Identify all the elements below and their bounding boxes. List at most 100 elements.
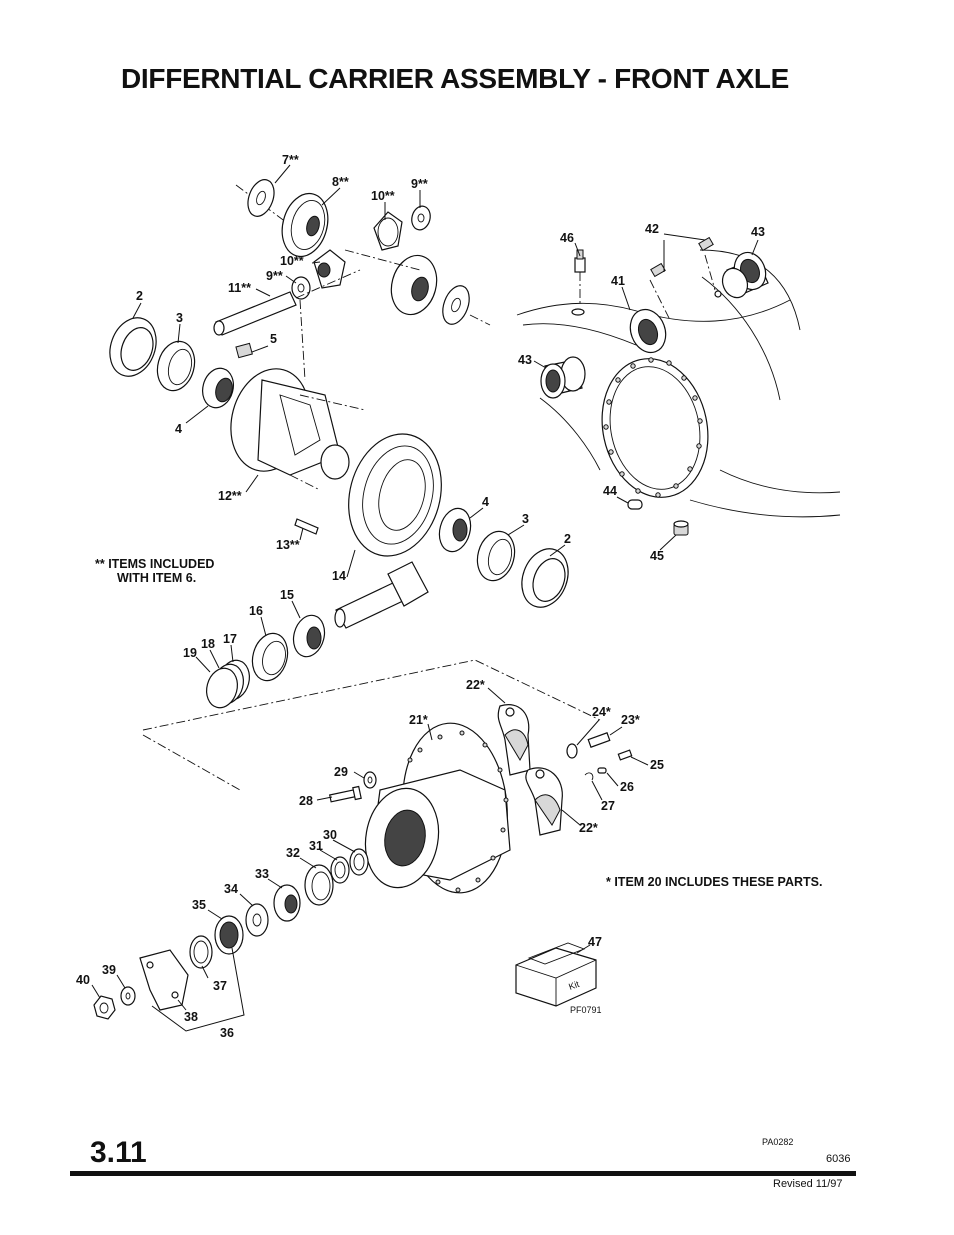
page-code: 6036 — [826, 1153, 851, 1165]
callout-22a: 22* — [466, 678, 485, 692]
thrust-washer-9-lower — [291, 276, 311, 300]
callout-43b: 43 — [518, 353, 532, 367]
adjuster-ring-2-left — [109, 317, 157, 377]
washer-39 — [120, 986, 136, 1006]
oil-seal-35 — [214, 915, 244, 955]
bearing-cup-16 — [251, 632, 289, 682]
callout-39: 39 — [102, 963, 116, 977]
callout-42: 42 — [645, 222, 659, 236]
footer-rule — [70, 1171, 856, 1176]
cross-shaft-11 — [213, 269, 361, 336]
callout-27: 27 — [601, 799, 615, 813]
callout-44: 44 — [603, 484, 617, 498]
callout-23: 23* — [621, 713, 640, 727]
kit-box-label: Kit — [567, 979, 581, 992]
pinion-gear-10-upper — [373, 211, 403, 251]
callout-12: 12** — [218, 489, 242, 503]
callout-17: 17 — [223, 632, 237, 646]
side-gear-8 — [281, 192, 329, 258]
callout-16: 16 — [249, 604, 263, 618]
callout-38: 38 — [184, 1010, 198, 1024]
housing-cover-flange — [601, 357, 709, 498]
callout-40: 40 — [76, 973, 90, 987]
ring-gear-14 — [348, 433, 442, 557]
plug-45 — [673, 520, 689, 536]
seal-30 — [349, 848, 369, 876]
callout-24: 24* — [592, 705, 611, 719]
section-number: 3.11 — [90, 1136, 147, 1169]
bearing-cone-33 — [273, 884, 301, 922]
bushing-43-upper — [721, 251, 769, 299]
bearing-cone-15 — [292, 614, 326, 658]
callout-30: 30 — [323, 828, 337, 842]
callout-37: 37 — [213, 979, 227, 993]
callout-34: 34 — [224, 882, 238, 896]
callout-25: 25 — [650, 758, 664, 772]
adjuster-ring-2-right — [521, 548, 569, 608]
callout-41: 41 — [611, 274, 625, 288]
pinion-gear-10-lower — [313, 249, 346, 289]
callout-32: 32 — [286, 846, 300, 860]
callout-9a: 9** — [411, 177, 428, 191]
callout-7: 7** — [282, 153, 299, 167]
side-gear-lower-right — [344, 249, 491, 326]
drive-pinion-14 — [334, 561, 429, 629]
leader-lines — [91, 164, 759, 1032]
callout-15: 15 — [280, 588, 294, 602]
revision-date: Revised 11/97 — [773, 1178, 843, 1190]
kit-box-47 — [515, 942, 597, 1007]
deflector-37 — [189, 935, 213, 969]
carrier-housing-21 — [364, 722, 511, 894]
bearing-cone-4-left — [202, 367, 234, 409]
shims-17-18-19 — [206, 659, 250, 709]
callout-28: 28 — [299, 794, 313, 808]
callout-4b: 4 — [482, 495, 489, 509]
bolt-13 — [294, 518, 319, 535]
note-with-item-6: WITH ITEM 6. — [117, 571, 196, 585]
spacer-34 — [245, 903, 269, 937]
callout-13: 13** — [276, 538, 300, 552]
callout-35: 35 — [192, 898, 206, 912]
callout-22b: 22* — [579, 821, 598, 835]
callout-5: 5 — [270, 332, 277, 346]
callout-3a: 3 — [176, 311, 183, 325]
bolt-5 — [235, 342, 253, 359]
callout-10b: 10** — [280, 254, 304, 268]
callout-31: 31 — [309, 839, 323, 853]
pin-26 — [597, 767, 607, 774]
callout-2b: 2 — [564, 532, 571, 546]
thrust-washer-9-upper — [411, 205, 431, 231]
callout-26: 26 — [620, 780, 634, 794]
callout-labels: 7** 8** 10** 9** 10** 9** 11** 2 3 5 4 1… — [76, 153, 765, 1040]
callout-29: 29 — [334, 765, 348, 779]
callout-8: 8** — [332, 175, 349, 189]
bolt-23 — [587, 732, 611, 748]
bolt-28 — [328, 785, 362, 803]
callout-18: 18 — [201, 637, 215, 651]
bolt-25 — [617, 749, 633, 761]
washer-29 — [363, 771, 377, 789]
axle-housing-outline — [516, 249, 841, 518]
callout-21: 21* — [409, 713, 428, 727]
bearing-cone-4-right — [438, 507, 472, 553]
fittings-42 — [649, 236, 722, 321]
bearing-cup-3-left — [156, 340, 196, 392]
tube-ring-41 — [629, 308, 667, 354]
bearing-cap-22-upper — [497, 704, 531, 776]
callout-3b: 3 — [522, 512, 529, 526]
nut-40 — [93, 995, 116, 1020]
callout-43a: 43 — [751, 225, 765, 239]
bearing-cup-32 — [304, 864, 334, 906]
pin-44 — [627, 499, 643, 510]
bushing-43-lower — [540, 356, 586, 399]
callout-9b: 9** — [266, 269, 283, 283]
kit-ref: PF0791 — [570, 1005, 602, 1015]
yoke-38 — [139, 949, 189, 1011]
note-item-20: * ITEM 20 INCLUDES THESE PARTS. — [606, 875, 822, 889]
callout-46: 46 — [560, 231, 574, 245]
ring-31 — [330, 856, 350, 884]
pinion-cage-outline — [142, 659, 601, 791]
bearing-cap-22-lower — [525, 767, 563, 836]
page-title: DIFFERNTIAL CARRIER ASSEMBLY - FRONT AXL… — [121, 63, 790, 94]
